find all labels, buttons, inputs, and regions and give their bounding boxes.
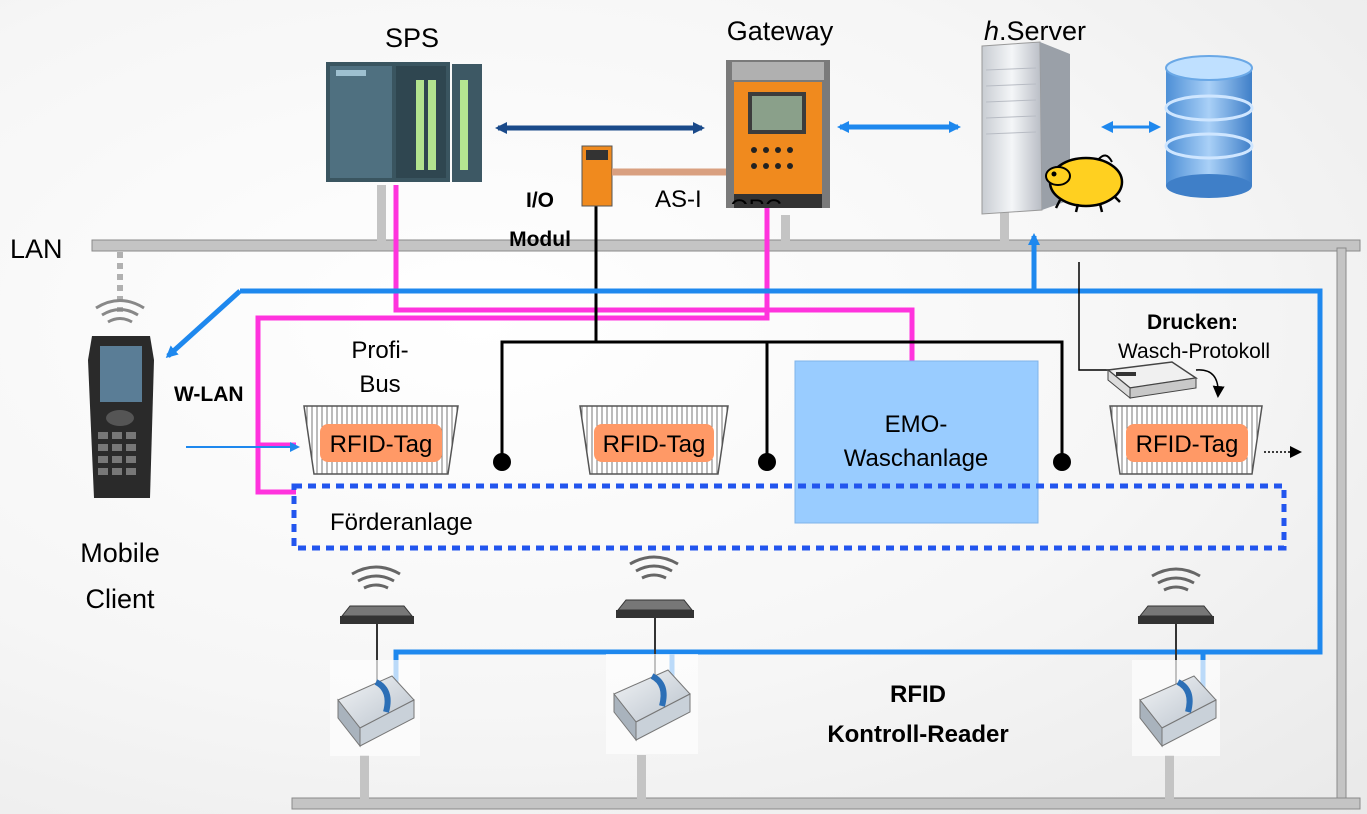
asi-node: [758, 453, 776, 471]
mobile-client-device-icon: [88, 336, 154, 498]
wlan-label: W-LAN: [174, 383, 244, 406]
printer-icon: [1106, 361, 1199, 400]
rfid-tag-3: RFID-Tag: [1109, 405, 1263, 475]
rfid-tag-1-label: RFID-Tag: [330, 431, 433, 458]
foerderanlage-conveyor: [291, 483, 1287, 551]
rfid-reader-icon: [330, 660, 420, 756]
rfid-tag-2: RFID-Tag: [579, 405, 729, 475]
svg-text:OPC: OPC: [730, 195, 782, 222]
wasch-protokoll-label: Wasch-Protokoll: [1118, 340, 1270, 363]
server-label: h.Server: [984, 16, 1086, 46]
hamster-mascot-icon: [1045, 154, 1124, 213]
antenna-wave-icon: [1151, 567, 1201, 592]
mobile-client-label-1: Mobile: [80, 538, 160, 568]
asi-lines: [500, 205, 1064, 460]
rfid-antenna-icon: [1138, 605, 1214, 617]
rfid-antenna-icon: [340, 605, 414, 617]
rfid-reader-unit-3: [1132, 567, 1220, 756]
opc-partial-label: OPC: [730, 195, 782, 222]
io-module-label-2: Modul: [509, 228, 571, 251]
mobile-client-label-2: Client: [85, 584, 155, 614]
asi-node: [493, 453, 511, 471]
lan-bus: [91, 185, 1361, 810]
rfid-reader-unit-2: [606, 555, 698, 754]
asi-node: [1053, 453, 1071, 471]
database-icon: [1164, 55, 1254, 198]
profibus-label-1: Profi-: [351, 337, 408, 364]
sps-label: SPS: [385, 23, 439, 53]
gateway-icon: [726, 60, 830, 208]
rfid-tag-3-label: RFID-Tag: [1136, 431, 1239, 458]
rfid-tag-2-label: RFID-Tag: [603, 431, 706, 458]
rfid-reader-icon: [606, 654, 698, 754]
rfid-reader-unit-1: [330, 565, 420, 756]
profibus-lines: [255, 185, 915, 495]
emo-label-1: EMO-: [885, 411, 948, 438]
gateway-label: Gateway: [727, 16, 834, 46]
rfid-reader-icon: [1132, 660, 1220, 756]
emo-waschanlage-box: [794, 360, 1039, 524]
print-arrow: [1195, 369, 1225, 398]
drucken-label: Drucken:: [1147, 311, 1238, 334]
rfid-antenna-icon: [616, 599, 694, 611]
emo-label-2: Waschanlage: [844, 445, 989, 472]
wifi-icon: [95, 299, 145, 324]
rfid-reader-label-2: Kontroll-Reader: [827, 721, 1008, 748]
asi-label: AS-I: [655, 186, 702, 213]
sps-plc-icon: [326, 62, 482, 182]
foerderanlage-label: Förderanlage: [330, 509, 473, 536]
io-module-label-1: I/O: [526, 189, 554, 212]
io-module-icon: [581, 145, 613, 207]
rfid-reader-label-1: RFID: [890, 681, 946, 708]
printer-line: [1078, 262, 1110, 371]
antenna-wave-icon: [351, 565, 401, 590]
profibus-label-2: Bus: [359, 371, 400, 398]
lan-label: LAN: [10, 234, 63, 264]
antenna-wave-icon: [629, 555, 679, 580]
rfid-tag-1: RFID-Tag: [303, 405, 459, 475]
